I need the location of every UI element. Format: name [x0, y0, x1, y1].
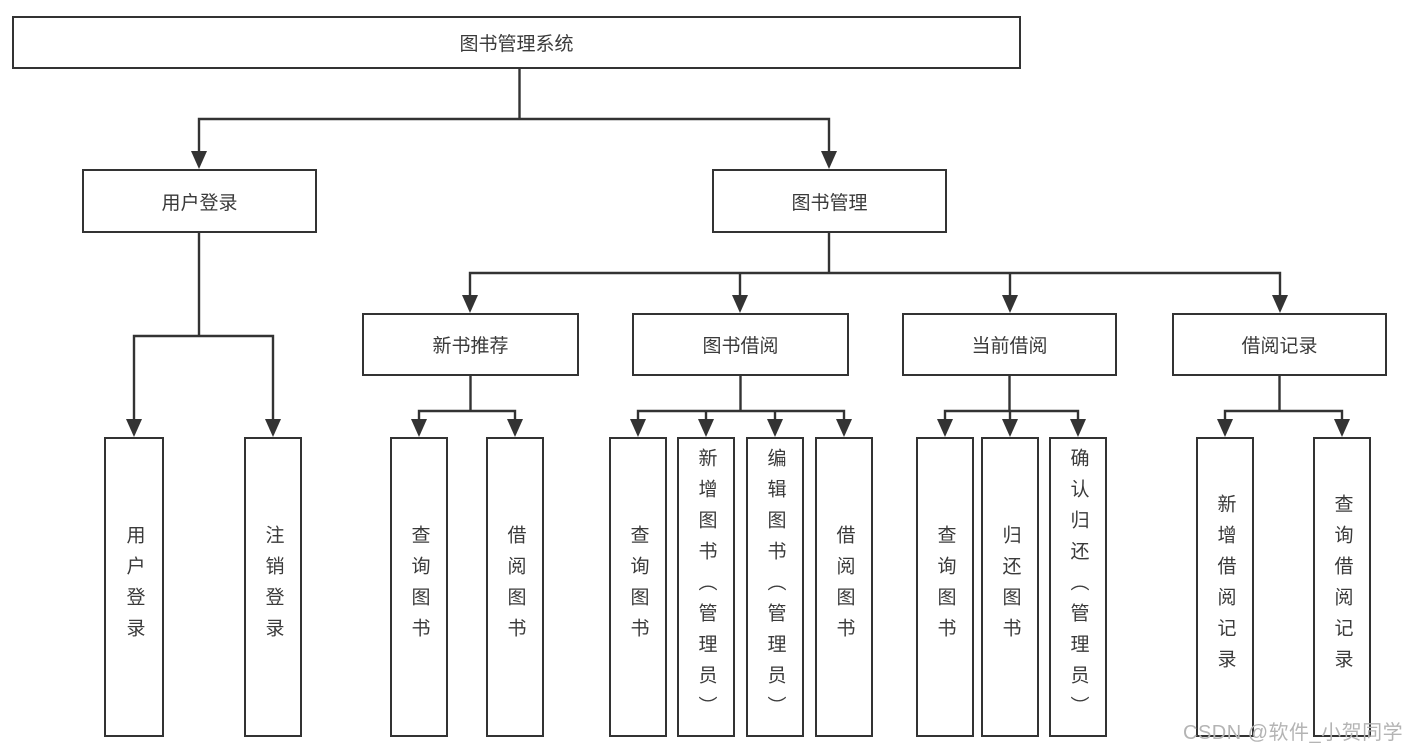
leaf-recommend-query-books: 查询图书: [390, 437, 448, 737]
node-new-book-recommend: 新书推荐: [362, 313, 579, 376]
leaf-recommend-borrow-books: 借阅图书: [486, 437, 544, 737]
node-user-login: 用户登录: [82, 169, 317, 233]
leaf-logout: 注销登录: [244, 437, 302, 737]
node-borrowing-records: 借阅记录: [1172, 313, 1387, 376]
leaf-user-login: 用户登录: [104, 437, 164, 737]
watermark: CSDN @软件_小贺同学: [1183, 722, 1404, 744]
node-current-borrowing: 当前借阅: [902, 313, 1117, 376]
leaf-add-borrow-record: 新增借阅记录: [1196, 437, 1254, 737]
leaf-confirm-return-admin: 确认归还（管理员）: [1049, 437, 1107, 737]
leaf-borrow-books: 借阅图书: [815, 437, 873, 737]
leaf-borrowing-query-books: 查询图书: [609, 437, 667, 737]
leaf-edit-books-admin: 编辑图书（管理员）: [746, 437, 804, 737]
arrowheads: [126, 151, 1350, 437]
leaf-return-books: 归还图书: [981, 437, 1039, 737]
node-book-management: 图书管理: [712, 169, 947, 233]
node-root-system: 图书管理系统: [12, 16, 1021, 69]
leaf-add-books-admin: 新增图书（管理员）: [677, 437, 735, 737]
leaf-current-query-books: 查询图书: [916, 437, 974, 737]
node-book-borrowing: 图书借阅: [632, 313, 849, 376]
leaf-query-borrow-record: 查询借阅记录: [1313, 437, 1371, 737]
